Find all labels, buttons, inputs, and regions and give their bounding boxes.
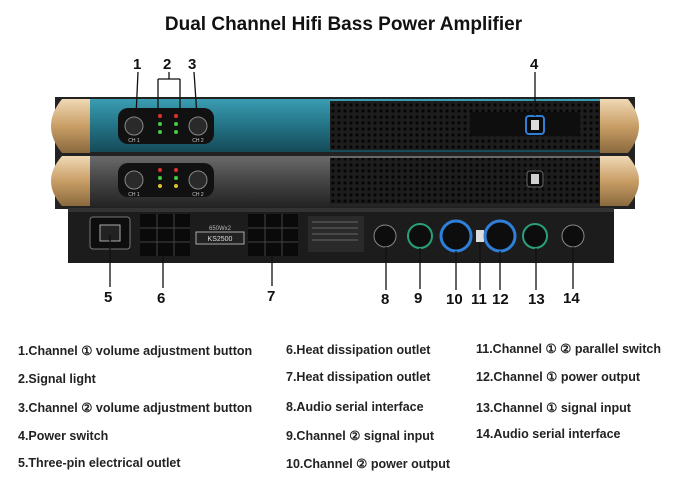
callout-2: 2 [163,56,172,73]
legend-item-2: 2.Signal light [18,372,96,386]
callout-11: 11 [471,291,487,308]
legend-item-1: 1.Channel ① volume adjustment button [18,344,253,358]
legend-item-5: 5.Three-pin electrical outlet [18,456,181,470]
middle-amplifier-unit: CH 1 CH 2 [51,154,639,209]
legend-item-12: 12.Channel ① power output [476,370,640,384]
page-title: Dual Channel Hifi Bass Power Amplifier [164,14,523,35]
callout-5: 5 [104,289,113,306]
vent-grille-left [140,214,190,256]
callout-10: 10 [446,291,463,308]
legend-item-3: 3.Channel ② volume adjustment button [18,401,253,415]
callout-4: 4 [530,56,539,73]
callout-8: 8 [381,291,390,308]
ch1-signal-input-icon [522,223,548,249]
callout-3: 3 [188,56,197,73]
ch2-label-top: CH 2 [192,138,204,144]
callout-1: 1 [133,56,142,73]
legend-item-10: 10.Channel ② power output [286,457,450,471]
ch2-label-mid: CH 2 [192,192,204,198]
ch1-label-mid: CH 1 [128,192,140,198]
amplifier-illustration: CH 1 CH 2 CH 1 CH 2 KS2500 65 [51,71,639,290]
ch2-signal-input-icon [407,223,433,249]
legend-item-6: 6.Heat dissipation outlet [286,343,431,357]
callout-12: 12 [492,291,509,308]
legend-item-11: 11.Channel ① ② parallel switch [476,342,661,356]
callout-9: 9 [414,290,423,307]
ch1-label-top: CH 1 [128,138,140,144]
back-panel: KS2500 650Wx2 [68,208,614,263]
ch1-power-output-icon [483,219,517,253]
legend-item-14: 14.Audio serial interface [476,427,621,441]
serial-interface-left-icon [373,224,397,248]
serial-interface-right-icon [561,224,585,248]
legend-item-9: 9.Channel ② signal input [286,429,435,443]
callout-13: 13 [528,291,545,308]
top-amplifier-unit: CH 1 CH 2 [51,97,639,155]
legend-item-7: 7.Heat dissipation outlet [286,370,431,384]
callout-6: 6 [157,290,166,307]
rating-label: 650Wx2 [209,226,232,232]
callout-7: 7 [267,288,276,305]
callout-14: 14 [563,290,580,307]
legend-item-4: 4.Power switch [18,429,109,443]
parallel-switch-icon [476,230,484,242]
legend-item-8: 8.Audio serial interface [286,400,424,414]
ch2-power-output-icon [439,219,473,253]
callout-leaders [109,71,574,290]
legend-item-13: 13.Channel ① signal input [476,401,631,415]
model-label: KS2500 [208,236,233,243]
vent-grille-right [248,214,298,256]
